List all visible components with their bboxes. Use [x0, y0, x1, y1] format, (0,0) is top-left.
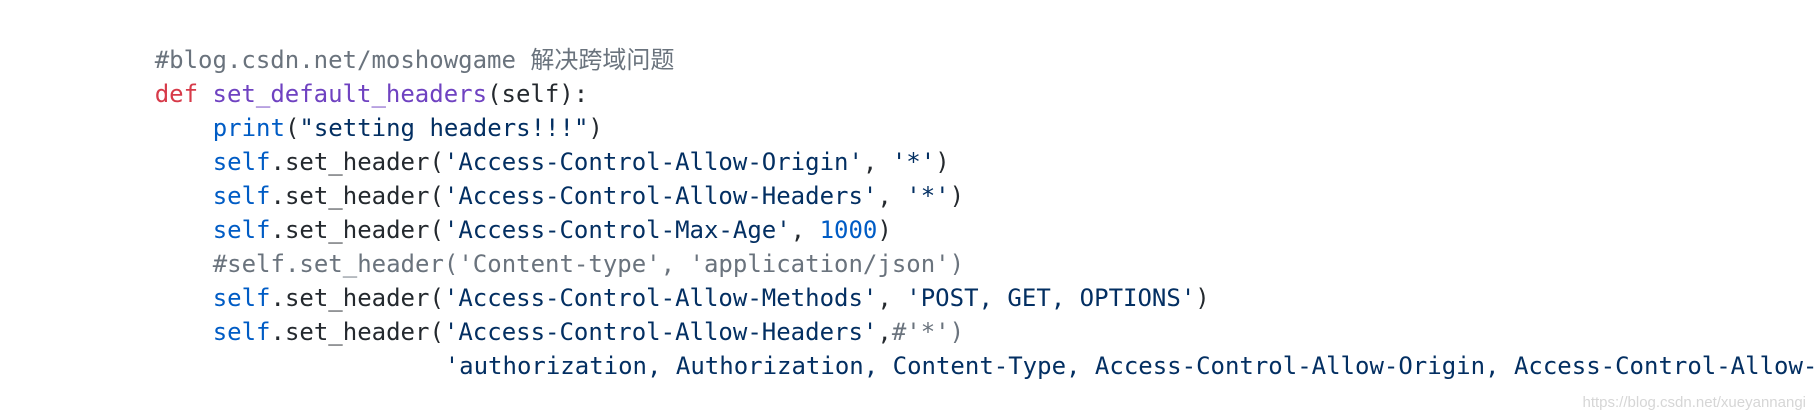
separator-token: ,: [790, 216, 820, 244]
punctuation-token: ,: [877, 318, 892, 346]
code-line-6: self.set_header('Access-Control-Max-Age'…: [68, 170, 892, 244]
string-token: 'Access-Control-Allow-Headers': [443, 318, 878, 346]
separator-token: ,: [862, 148, 892, 176]
code-line-7: #self.set_header('Content-type', 'applic…: [68, 204, 964, 278]
string-token: 'Access-Control-Allow-Origin': [443, 148, 863, 176]
punctuation-token: ): [949, 182, 965, 210]
punctuation-token: ): [1195, 284, 1210, 312]
method-call-token: .set_header(: [270, 148, 444, 176]
string-token: 'authorization, Authorization, Content-T…: [444, 352, 1814, 380]
code-line-3: print("setting headers!!!"): [68, 68, 603, 142]
string-token: '*': [891, 148, 936, 176]
parameter-token: (self):: [487, 80, 589, 108]
self-token: self: [212, 148, 271, 176]
punctuation-token: ): [877, 216, 892, 244]
method-call-token: .set_header(: [270, 182, 444, 210]
comment-token: #self.set_header('Content-type', 'applic…: [212, 250, 965, 278]
code-block: #blog.csdn.net/moshowgame 解决跨域问题 def set…: [68, 0, 1814, 418]
self-token: self: [212, 182, 271, 210]
comment-token: #'*'): [891, 318, 965, 346]
string-token: '*': [906, 182, 950, 210]
comment-token: #blog.csdn.net/moshowgame 解决跨域问题: [154, 46, 675, 74]
self-token: self: [212, 318, 271, 346]
code-line-2: def set_default_headers(self):: [68, 34, 589, 108]
string-token: 'POST, GET, OPTIONS': [906, 284, 1196, 312]
number-token: 1000: [819, 216, 878, 244]
separator-token: ,: [877, 182, 907, 210]
code-line-8: self.set_header('Access-Control-Allow-Me…: [68, 238, 1210, 312]
keyword-token: def: [154, 80, 199, 108]
code-line-9: self.set_header('Access-Control-Allow-He…: [68, 272, 964, 346]
builtin-token: print: [212, 114, 285, 142]
self-token: self: [212, 284, 271, 312]
method-call-token: .set_header(: [270, 216, 444, 244]
code-line-5: self.set_header('Access-Control-Allow-He…: [68, 136, 964, 210]
watermark-text: https://blog.csdn.net/xueyannangi: [1582, 394, 1807, 411]
code-line-4: self.set_header('Access-Control-Allow-Or…: [68, 102, 950, 176]
string-token: 'Access-Control-Max-Age': [443, 216, 791, 244]
punctuation-token: (: [284, 114, 300, 142]
code-line-1: #blog.csdn.net/moshowgame 解决跨域问题: [68, 0, 675, 74]
punctuation-token: ): [588, 114, 603, 142]
method-call-token: .set_header(: [270, 284, 444, 312]
method-call-token: .set_header(: [270, 318, 444, 346]
string-token: 'Access-Control-Allow-Headers': [443, 182, 878, 210]
code-line-10: 'authorization, Authorization, Content-T…: [68, 306, 1814, 380]
self-token: self: [212, 216, 271, 244]
string-token: "setting headers!!!": [299, 114, 589, 142]
string-token: 'Access-Control-Allow-Methods': [443, 284, 878, 312]
punctuation-token: ): [935, 148, 950, 176]
function-name-token: set_default_headers: [212, 80, 488, 108]
separator-token: ,: [877, 284, 907, 312]
